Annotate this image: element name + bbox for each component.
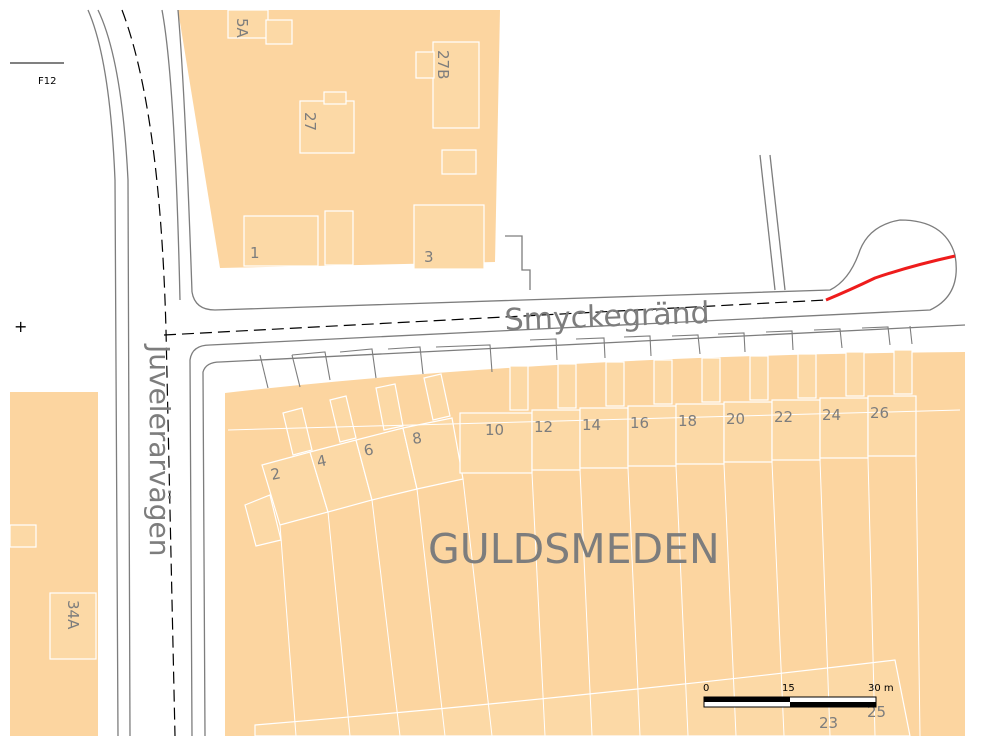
building-34a: [49, 592, 97, 660]
house-number: 27: [301, 112, 319, 131]
building-row-14: [579, 407, 629, 469]
house-number: 34A: [64, 600, 82, 630]
building-row-24-porch: [845, 351, 865, 397]
parcel-west: [10, 392, 98, 736]
house-number: 12: [534, 418, 553, 436]
building-row-10-porch: [509, 365, 529, 411]
building-row-18-porch: [701, 357, 721, 403]
house-number: 20: [726, 410, 745, 428]
building-row-18: [675, 403, 725, 465]
parking-stubs: [259, 325, 913, 389]
buildings: [9, 9, 917, 736]
house-number: 27B: [434, 50, 452, 79]
road-juvelerarvagen: [87, 9, 221, 736]
house-number: 8: [411, 429, 423, 448]
building-row-16-porch: [653, 359, 673, 405]
house-number: 23: [819, 714, 838, 732]
house-number: 24: [822, 406, 841, 424]
house-number: 22: [774, 408, 793, 426]
house-number: 5A: [233, 18, 251, 39]
building-row-20-porch: [749, 355, 769, 401]
house-number: 1: [250, 244, 260, 262]
building-row-4-porch: [329, 395, 357, 443]
building-row-16: [627, 405, 677, 467]
building-row-12: [531, 409, 581, 471]
building-row-22: [771, 399, 821, 461]
house-numbers-other: 34A 23 25: [64, 600, 886, 732]
house-number: 4: [315, 451, 328, 471]
crosshair-marker: +: [14, 317, 27, 336]
house-number: 10: [485, 421, 504, 439]
scale-label-15: 15: [782, 683, 795, 694]
house-number: 6: [362, 440, 375, 460]
building-se-row: [254, 659, 911, 736]
building-row-26-porch: [893, 349, 913, 395]
house-number: 18: [678, 412, 697, 430]
house-number: 14: [582, 416, 601, 434]
building-row-20: [723, 401, 773, 463]
street-label-juvelerarvagen: Juvelerarvägen: [143, 343, 176, 556]
building-1: [243, 215, 319, 267]
road-smyckegrand: [163, 154, 966, 363]
sheet-code-label: F12: [38, 76, 56, 87]
building-north-small: [441, 149, 477, 175]
house-number: 26: [870, 404, 889, 422]
building-row-2-porch: [282, 407, 313, 456]
building-27b-annex: [415, 51, 435, 79]
building-row-12-porch: [557, 363, 577, 409]
building-row-26: [867, 395, 917, 457]
lot-lines: [227, 409, 961, 736]
building-3: [413, 204, 485, 270]
building-row-6-porch: [375, 383, 404, 431]
house-numbers-north: 5A 27B 27 1 3: [233, 18, 452, 266]
building-5a-annex: [265, 19, 293, 45]
building-row-22-porch: [797, 353, 817, 399]
house-number: 16: [630, 414, 649, 432]
house-numbers-south: 2 4 6 8 10 12 14 16 18 20 22 24 26: [269, 404, 889, 484]
building-27-annex: [323, 91, 347, 105]
house-number: 2: [269, 464, 282, 484]
district-label: GULDSMEDEN: [428, 525, 720, 573]
house-number: 3: [424, 248, 434, 266]
building-row-14-porch: [605, 361, 625, 407]
scale-label-30: 30 m: [868, 683, 894, 694]
building-27b: [432, 41, 480, 129]
scale-bar: 0 15 30 m: [703, 683, 894, 708]
building-row-24: [819, 397, 869, 459]
building-row-8-porch: [423, 373, 451, 421]
scale-label-0: 0: [703, 683, 709, 694]
building-west-small: [9, 524, 37, 548]
property-line-highlight: [825, 254, 956, 302]
building-1b: [324, 210, 354, 266]
street-label-smyckegrand: Smyckegränd: [504, 296, 710, 338]
